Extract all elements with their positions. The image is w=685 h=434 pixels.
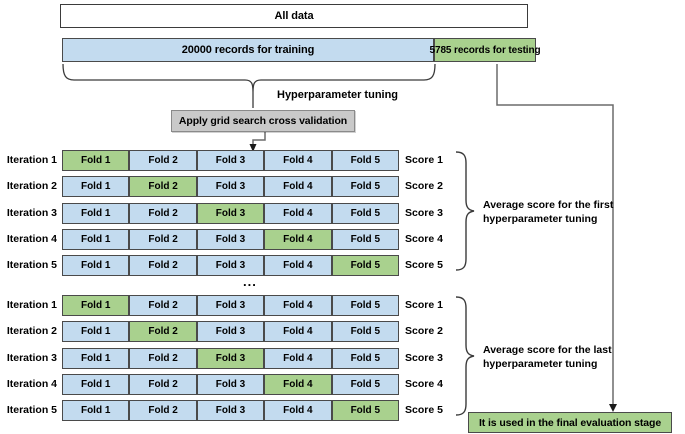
training-brace bbox=[62, 63, 436, 93]
fold-cell-training: Fold 1 bbox=[62, 228, 130, 250]
iteration-label: Iteration 2 bbox=[6, 180, 57, 193]
iteration-label: Iteration 1 bbox=[6, 299, 57, 311]
fold-cell-training: Fold 3 bbox=[196, 373, 265, 395]
fold-cell-training: Fold 1 bbox=[62, 373, 130, 395]
score-label: Score 3 bbox=[405, 351, 443, 364]
fold-cell-training: Fold 3 bbox=[196, 228, 265, 250]
score-label: Score 4 bbox=[405, 377, 443, 390]
final-evaluation-box: It is used in the final evaluation stage bbox=[468, 412, 672, 433]
fold-cell-training: Fold 2 bbox=[129, 400, 197, 422]
fold-cell-training: Fold 4 bbox=[264, 347, 332, 369]
fold-cell-validation: Fold 4 bbox=[264, 228, 332, 250]
fold-cell-training: Fold 1 bbox=[62, 347, 130, 369]
fold-cell-training: Fold 5 bbox=[331, 150, 399, 171]
fold-cell-validation: Fold 1 bbox=[62, 295, 130, 316]
iteration-label: Iteration 2 bbox=[6, 325, 57, 338]
fold-cell-training: Fold 4 bbox=[264, 255, 332, 277]
iteration-label: Iteration 4 bbox=[6, 232, 57, 245]
iteration-label: Iteration 3 bbox=[6, 351, 57, 364]
fold-cell-validation: Fold 3 bbox=[196, 347, 265, 369]
score-label: Score 1 bbox=[405, 299, 443, 311]
test-split-label: 5785 records for testing bbox=[429, 44, 541, 56]
block-separator-ellipsis: ... bbox=[243, 274, 257, 289]
fold-cell-training: Fold 2 bbox=[129, 228, 197, 250]
fold-cell-training: Fold 2 bbox=[129, 347, 197, 369]
all-data-label: All data bbox=[274, 10, 314, 22]
fold-cell-validation: Fold 5 bbox=[331, 400, 399, 422]
fold-cell-training: Fold 1 bbox=[62, 321, 130, 343]
fold-cell-training: Fold 4 bbox=[264, 400, 332, 422]
fold-cell-training: Fold 2 bbox=[129, 255, 197, 277]
gridsearch-to-folds-connector bbox=[252, 132, 266, 146]
fold-cell-training: Fold 2 bbox=[129, 373, 197, 395]
score-label: Score 4 bbox=[405, 232, 443, 245]
fold-cell-training: Fold 3 bbox=[196, 255, 265, 277]
fold-cell-training: Fold 1 bbox=[62, 202, 130, 224]
fold-cell-training: Fold 5 bbox=[331, 373, 399, 395]
fold-cell-validation: Fold 4 bbox=[264, 373, 332, 395]
fold-cell-training: Fold 4 bbox=[264, 321, 332, 343]
iteration-label: Iteration 5 bbox=[6, 259, 57, 272]
fold-cell-training: Fold 2 bbox=[129, 295, 197, 316]
score-label: Score 3 bbox=[405, 206, 443, 219]
fold-cell-training: Fold 4 bbox=[264, 295, 332, 316]
fold-cell-training: Fold 1 bbox=[62, 400, 130, 422]
score-label: Score 5 bbox=[405, 404, 443, 417]
fold-cell-validation: Fold 5 bbox=[331, 255, 399, 277]
apply-grid-search-box: Apply grid search cross validation bbox=[171, 110, 355, 132]
fold-cell-training: Fold 2 bbox=[129, 202, 197, 224]
iteration-label: Iteration 4 bbox=[6, 377, 57, 390]
first-block-brace bbox=[455, 151, 475, 271]
hyperparameter-tuning-label: Hyperparameter tuning bbox=[277, 89, 399, 101]
fold-cell-training: Fold 5 bbox=[331, 321, 399, 343]
train-split-label: 20000 records for training bbox=[181, 44, 315, 56]
iteration-label: Iteration 3 bbox=[6, 206, 57, 219]
train-split-box: 20000 records for training bbox=[62, 38, 434, 62]
fold-cell-validation: Fold 3 bbox=[196, 202, 265, 224]
fold-cell-training: Fold 4 bbox=[264, 176, 332, 198]
fold-cell-training: Fold 5 bbox=[331, 228, 399, 250]
fold-cell-validation: Fold 2 bbox=[129, 176, 197, 198]
second-block-summary-caption: Average score for the last hyperparamete… bbox=[483, 344, 612, 370]
score-label: Score 5 bbox=[405, 259, 443, 272]
fold-cell-training: Fold 1 bbox=[62, 176, 130, 198]
fold-cell-training: Fold 5 bbox=[331, 295, 399, 316]
score-label: Score 2 bbox=[405, 325, 443, 338]
apply-grid-search-label: Apply grid search cross validation bbox=[178, 115, 348, 127]
fold-cell-validation: Fold 2 bbox=[129, 321, 197, 343]
all-data-box: All data bbox=[60, 4, 528, 28]
fold-cell-training: Fold 5 bbox=[331, 176, 399, 198]
second-block-brace bbox=[455, 296, 475, 416]
fold-cell-validation: Fold 1 bbox=[62, 150, 130, 171]
fold-cell-training: Fold 5 bbox=[331, 347, 399, 369]
test-split-box: 5785 records for testing bbox=[430, 38, 541, 62]
fold-cell-training: Fold 3 bbox=[196, 150, 265, 171]
fold-cell-training: Fold 3 bbox=[196, 321, 265, 343]
fold-cell-training: Fold 1 bbox=[62, 255, 130, 277]
score-label: Score 1 bbox=[405, 154, 443, 166]
test-set-arrowhead bbox=[609, 404, 617, 412]
fold-cell-training: Fold 3 bbox=[196, 400, 265, 422]
iteration-label: Iteration 1 bbox=[6, 154, 57, 166]
fold-cell-training: Fold 5 bbox=[331, 202, 399, 224]
fold-cell-training: Fold 2 bbox=[129, 150, 197, 171]
fold-cell-training: Fold 3 bbox=[196, 176, 265, 198]
final-evaluation-label: It is used in the final evaluation stage bbox=[478, 416, 662, 429]
score-label: Score 2 bbox=[405, 180, 443, 193]
fold-cell-training: Fold 3 bbox=[196, 295, 265, 316]
first-block-summary-caption: Average score for the first hyperparamet… bbox=[483, 199, 614, 225]
fold-cell-training: Fold 4 bbox=[264, 150, 332, 171]
iteration-label: Iteration 5 bbox=[6, 404, 57, 417]
fold-cell-training: Fold 4 bbox=[264, 202, 332, 224]
